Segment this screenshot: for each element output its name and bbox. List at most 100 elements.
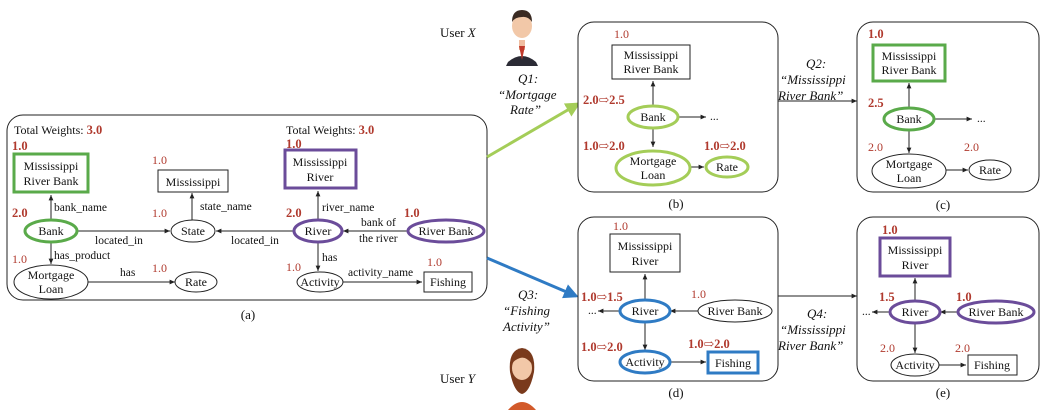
node-river-bank	[956, 299, 1036, 325]
weight-label: 1.0	[614, 27, 629, 41]
weight-label: 1.0	[691, 287, 706, 301]
node-label: Loan	[897, 171, 922, 185]
query-text: “Fishing	[503, 303, 550, 318]
node-bank	[626, 104, 680, 130]
node-label: River	[305, 224, 332, 238]
node-label: Rate	[979, 163, 1001, 177]
weight-label: 1.0	[12, 139, 28, 153]
node-label: Fishing	[715, 356, 751, 370]
caption-e: (e)	[936, 385, 950, 400]
node-label: River Bank	[24, 174, 79, 188]
node-label: River	[632, 304, 659, 318]
query-q3: Q3: “Fishing Activity”	[502, 287, 550, 334]
node-label: River	[632, 254, 659, 268]
node-label: Loan	[641, 168, 666, 182]
ellipsis-label: ...	[588, 305, 597, 317]
caption-d: (d)	[668, 385, 683, 400]
node-mississippi-river	[283, 148, 358, 190]
query-label: Q4:	[807, 306, 827, 321]
node-label: Rate	[185, 275, 207, 289]
node-activity	[296, 271, 344, 293]
query-label: Q1:	[518, 71, 538, 86]
panel-e: Mississippi River 1.0 ... River 1.5 Rive…	[856, 216, 1040, 400]
node-mississippi-river-bank	[871, 43, 947, 83]
edge-label-the-river: the river	[359, 233, 398, 245]
node-label: River	[902, 305, 929, 319]
weight-label: 1.0⇨2.0	[583, 139, 625, 153]
weight-label: 1.0	[613, 219, 628, 233]
node-label: Rate	[716, 160, 738, 174]
node-mississippi-river	[878, 236, 952, 278]
arrow-to-b	[486, 102, 581, 159]
node-fishing	[423, 271, 473, 293]
node-label: Activity	[625, 355, 664, 369]
query-text: River Bank”	[777, 338, 843, 353]
node-rate	[174, 271, 218, 293]
weight-label: 2.0⇨2.5	[583, 93, 625, 107]
node-label: River	[902, 258, 929, 272]
node-mortgage-loan	[871, 153, 947, 189]
node-label: Bank	[38, 224, 63, 238]
weight-label: 1.0⇨2.0	[688, 337, 730, 351]
node-river	[888, 299, 942, 325]
node-label: Mississippi	[166, 175, 221, 189]
weight-label: 1.0	[427, 255, 442, 269]
user-x-label: User X	[440, 25, 477, 40]
ellipsis-label: ...	[862, 306, 871, 318]
node-label: State	[181, 224, 205, 238]
edge-label-has-product: has_product	[54, 250, 111, 262]
query-text: “Mississippi	[780, 72, 846, 87]
user-y-label: User Y	[440, 371, 477, 386]
edge-label-activity-name: activity_name	[348, 267, 413, 279]
weight-label: 1.0⇨2.0	[704, 139, 746, 153]
weight-label: 2.0	[12, 206, 28, 220]
node-rate	[704, 155, 750, 179]
node-label: Mississippi	[882, 49, 937, 63]
node-river-bank	[406, 218, 486, 244]
weight-label: 1.0⇨2.0	[581, 340, 623, 354]
edge-label-bank-of: bank of	[361, 217, 396, 229]
weight-label: 2.0	[880, 341, 895, 355]
weight-label: 2.0	[964, 140, 979, 154]
query-text: “Mortgage	[498, 87, 557, 102]
weight-label: 1.0	[152, 261, 167, 275]
query-label: Q3:	[518, 287, 538, 302]
businesswoman-avatar-icon	[508, 348, 536, 410]
node-fishing	[967, 354, 1018, 376]
caption-c: (c)	[936, 197, 950, 212]
caption-b: (b)	[668, 196, 683, 211]
node-label: River Bank	[419, 224, 474, 238]
query-q4: Q4: “Mississippi River Bank”	[777, 306, 846, 353]
panel-b: Mississippi River Bank 1.0 ... Bank 2.0⇨…	[577, 21, 779, 211]
weight-label: 1.0	[152, 206, 167, 220]
businessman-avatar-icon	[506, 10, 538, 66]
node-label: River Bank	[624, 62, 679, 76]
arrow-to-d	[486, 256, 579, 299]
ellipsis-label: ...	[710, 111, 719, 123]
edge-label-located-in-2: located_in	[231, 235, 279, 247]
total-weights-right: Total Weights: 3.0	[286, 123, 374, 137]
weight-label: 2.0	[868, 140, 883, 154]
node-label: Activity	[895, 358, 934, 372]
weight-label: 1.5	[879, 290, 895, 304]
total-weights-left: Total Weights: 3.0	[14, 123, 102, 137]
node-label: Bank	[896, 112, 921, 126]
node-river-bank	[697, 299, 773, 323]
node-label: Mortgage	[630, 154, 677, 168]
node-activity	[890, 353, 940, 377]
weight-label: 1.0	[286, 260, 301, 274]
node-state	[170, 219, 216, 243]
user-y: User Y	[440, 348, 536, 410]
node-label: Activity	[300, 275, 339, 289]
node-mortgage-loan	[13, 264, 89, 300]
node-label: Mortgage	[886, 157, 933, 171]
weight-label: 2.5	[868, 96, 884, 110]
node-mississippi-river	[609, 233, 681, 273]
user-x: User X	[440, 10, 538, 66]
node-label: Mississippi	[888, 243, 943, 257]
node-river	[292, 218, 344, 244]
node-mississippi-river-bank	[12, 152, 90, 194]
node-activity	[618, 349, 672, 375]
node-label: Loan	[39, 282, 64, 296]
